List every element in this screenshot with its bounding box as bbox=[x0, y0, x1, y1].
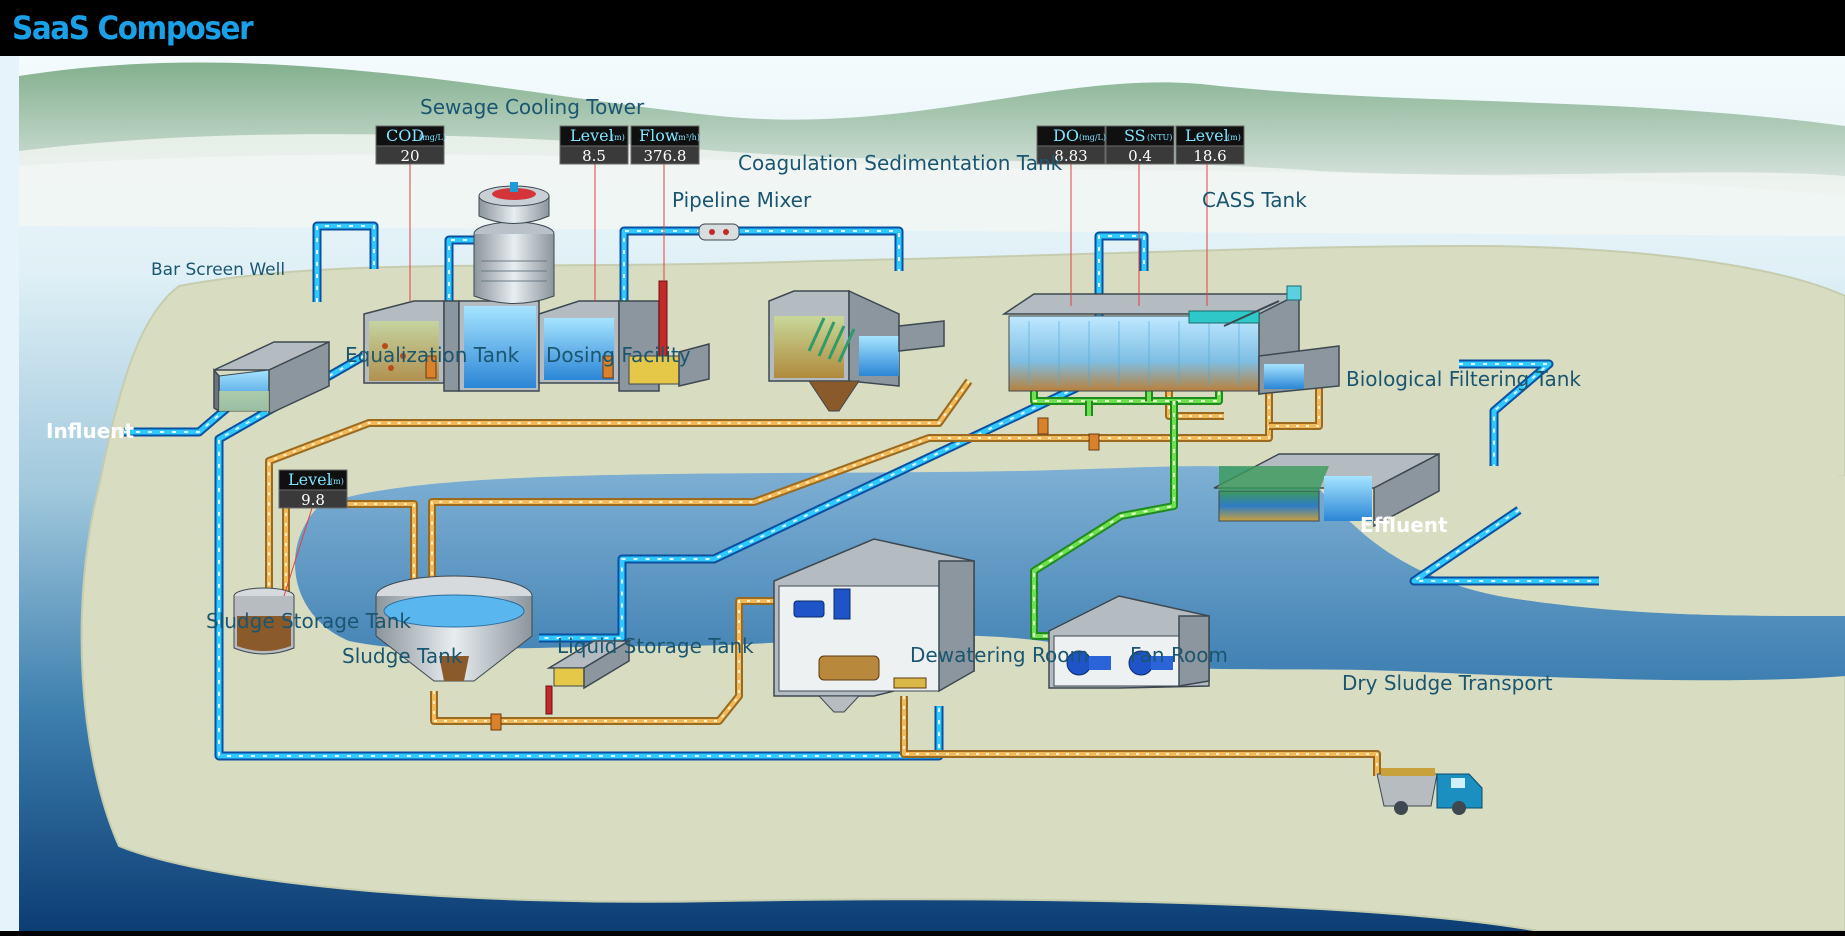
fan-room[interactable] bbox=[1048, 595, 1210, 689]
readout-cass-level-label: Level bbox=[1185, 126, 1229, 145]
readout-flow-label: Flow bbox=[639, 126, 679, 145]
sludge-tank[interactable] bbox=[375, 575, 533, 682]
pipeline-mixer[interactable] bbox=[698, 223, 740, 241]
dosing-facility-label: Dosing Facility bbox=[546, 343, 691, 367]
sludge-storage-tank[interactable] bbox=[233, 587, 295, 655]
coagulation-sedimentation-tank[interactable] bbox=[768, 289, 945, 412]
valves bbox=[490, 417, 1100, 731]
readout-do-value: 8.83 bbox=[1054, 147, 1087, 165]
readout-ss-label: SS bbox=[1124, 126, 1146, 145]
readout-ss: SS (NTU) 0.4 bbox=[1105, 125, 1175, 165]
sewage-cooling-tower[interactable] bbox=[458, 182, 555, 392]
readout-sludge-level-value: 9.8 bbox=[301, 491, 325, 509]
readout-cass-level-value: 18.6 bbox=[1193, 147, 1226, 165]
title-bar: SaaS Composer bbox=[0, 0, 1845, 56]
bar-screen-well[interactable] bbox=[213, 340, 330, 416]
left-strip bbox=[0, 56, 19, 931]
readout-eq-level-label: Level bbox=[570, 126, 614, 145]
readout-do-label: DO bbox=[1053, 126, 1079, 145]
bar-screen-well-label: Bar Screen Well bbox=[151, 260, 285, 280]
readout-ss-value: 0.4 bbox=[1128, 147, 1152, 165]
cass-tank[interactable] bbox=[1001, 285, 1340, 396]
readout-cass-level: Level (m) 18.6 bbox=[1175, 125, 1245, 165]
readout-eq-level-value: 8.5 bbox=[582, 147, 606, 165]
readout-flow: Flow (m³/h) 376.8 bbox=[630, 125, 700, 165]
influent-label: Influent bbox=[46, 419, 135, 443]
readout-ss-unit: (NTU) bbox=[1147, 133, 1172, 142]
readout-cod-label: COD bbox=[386, 126, 424, 145]
dewatering-room[interactable] bbox=[773, 538, 975, 713]
readout-sludge-level-label: Level bbox=[288, 470, 332, 489]
readout-eq-level: Level (m) 8.5 bbox=[559, 125, 629, 165]
sludge-tank-label: Sludge Tank bbox=[342, 644, 463, 668]
leader-lines bbox=[283, 164, 1208, 597]
inner-lake bbox=[295, 466, 1845, 681]
dry-sludge-transport-label: Dry Sludge Transport bbox=[1342, 671, 1553, 695]
dosing-facility[interactable] bbox=[538, 280, 710, 392]
biological-filtering-tank[interactable] bbox=[1213, 452, 1440, 528]
ground-east bbox=[1309, 476, 1845, 616]
liquid-storage-tank-label: Liquid Storage Tank bbox=[557, 634, 754, 658]
readout-do: DO (mg/L) 8.83 bbox=[1036, 125, 1106, 165]
dry-sludge-transport-truck[interactable] bbox=[1376, 768, 1483, 815]
readout-cod-unit: (mg/L) bbox=[419, 133, 446, 142]
fan-room-label: Fan Room bbox=[1130, 643, 1228, 667]
liquid-storage-tank[interactable] bbox=[545, 639, 632, 715]
sewage-cooling-tower-label: Sewage Cooling Tower bbox=[420, 95, 645, 119]
dewatering-room-label: Dewatering Room bbox=[910, 643, 1089, 667]
readout-cod-value: 20 bbox=[400, 147, 419, 165]
readout-sludge-level-unit: (m) bbox=[330, 477, 344, 486]
equalization-tank-label: Equalization Tank bbox=[345, 343, 520, 367]
readout-do-unit: (mg/L) bbox=[1079, 133, 1106, 142]
app-title: SaaS Composer bbox=[12, 9, 254, 47]
readout-flow-unit: (m³/h) bbox=[675, 133, 700, 142]
biological-filtering-tank-label: Biological Filtering Tank bbox=[1346, 367, 1581, 391]
effluent-label: Effluent bbox=[1360, 513, 1448, 537]
background-hills bbox=[19, 62, 1845, 197]
pipeline-mixer-label: Pipeline Mixer bbox=[672, 188, 812, 212]
readout-flow-value: 376.8 bbox=[644, 147, 687, 165]
process-canvas: COD (mg/L) 20 Level (m) 8.5 Flow (m³/h) … bbox=[19, 56, 1845, 932]
readout-eq-level-unit: (m) bbox=[611, 133, 625, 142]
cass-tank-label: CASS Tank bbox=[1202, 188, 1307, 212]
coagulation-sedimentation-tank-label: Coagulation Sedimentation Tank bbox=[738, 151, 1063, 175]
process-diagram: COD (mg/L) 20 Level (m) 8.5 Flow (m³/h) … bbox=[19, 56, 1845, 932]
sludge-storage-tank-label: Sludge Storage Tank bbox=[206, 609, 411, 633]
readout-sludge-level: Level (m) 9.8 bbox=[278, 469, 348, 509]
readout-cass-level-unit: (m) bbox=[1227, 133, 1241, 142]
equalization-tank[interactable] bbox=[363, 300, 460, 392]
background-mist bbox=[19, 134, 1845, 236]
readout-cod: COD (mg/L) 20 bbox=[375, 125, 446, 165]
